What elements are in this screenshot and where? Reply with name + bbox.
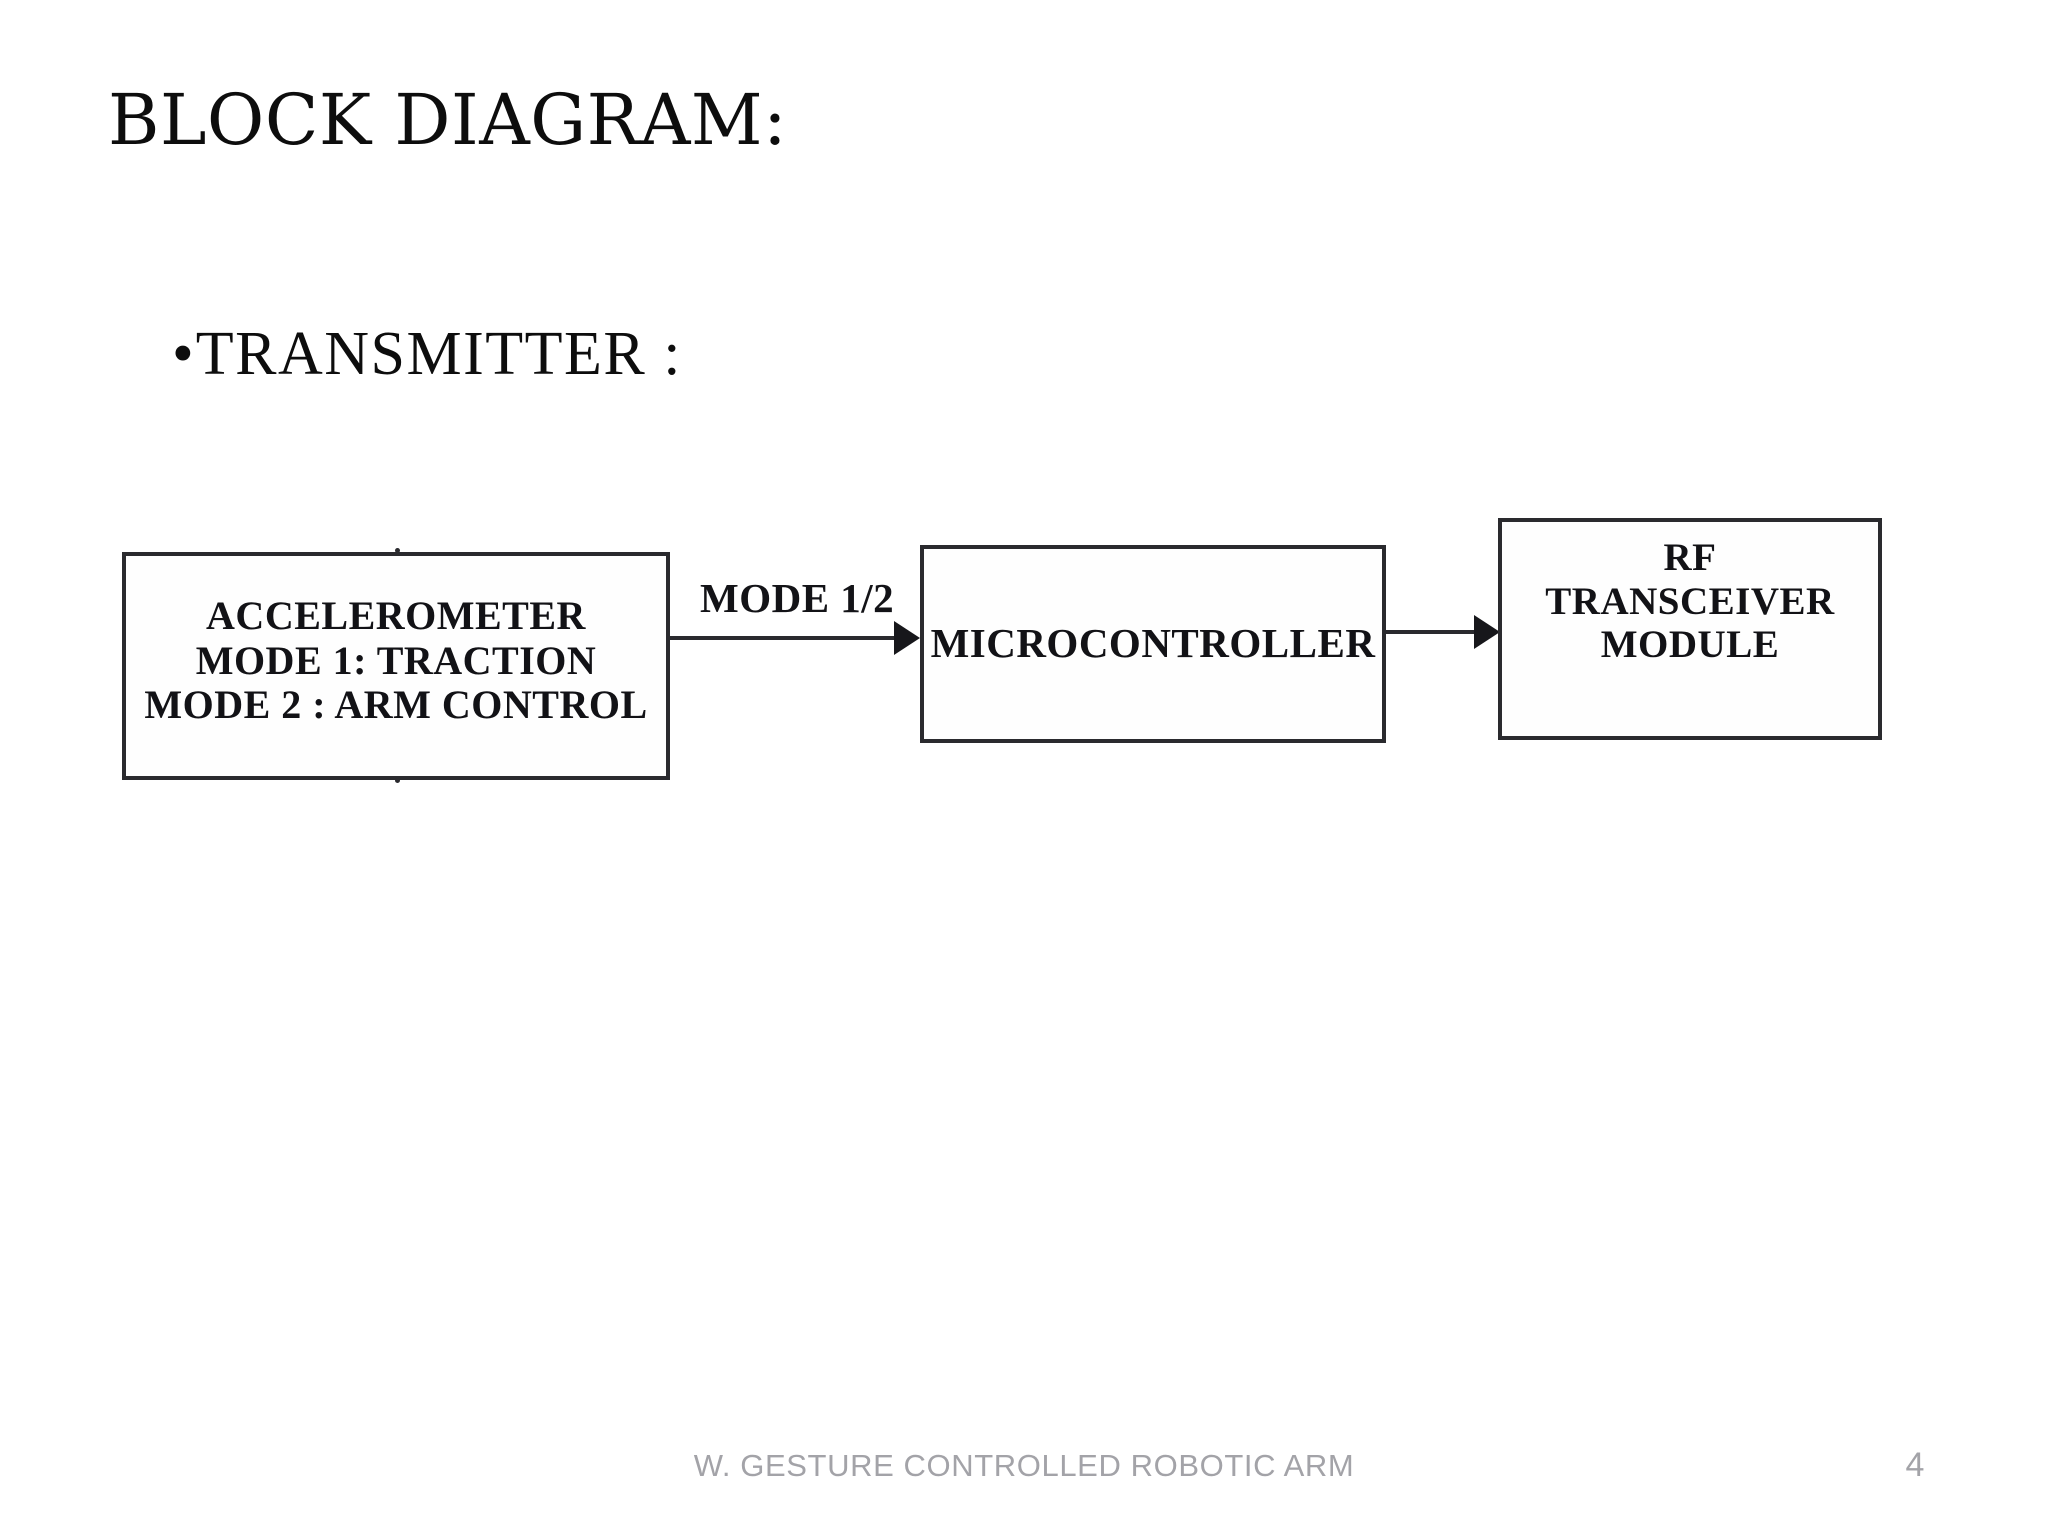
connector-label-mode: MODE 1/2	[700, 575, 895, 621]
arrow-head-icon-microcontroller-to-rf	[1474, 615, 1500, 649]
connector-microcontroller-to-rf-line	[1386, 630, 1476, 634]
arrow-head-icon-accelerometer-to-microcontroller	[894, 621, 920, 655]
block-rf-line-1: RF	[1663, 536, 1717, 579]
block-rf-transceiver-module: RF TRANSCEIVER MODULE	[1498, 518, 1882, 740]
block-anchor-dot-bottom	[395, 778, 400, 783]
block-accelerometer-line-2: MODE 1: TRACTION	[195, 637, 597, 683]
block-anchor-dot-top	[395, 548, 400, 553]
block-microcontroller: MICROCONTROLLER	[920, 545, 1386, 743]
block-accelerometer-line-1: ACCELEROMETER	[206, 592, 586, 638]
page-number: 4	[1905, 1446, 1925, 1484]
bullet-item-transmitter: • TRANSMITTER :	[172, 320, 682, 388]
bullet-item-label: TRANSMITTER :	[195, 320, 682, 388]
block-microcontroller-line-1: MICROCONTROLLER	[930, 620, 1376, 667]
footer-title: W. GESTURE CONTROLLED ROBOTIC ARM	[693, 1448, 1355, 1483]
block-rf-line-3: MODULE	[1600, 623, 1780, 667]
block-rf-line-2: TRANSCEIVER	[1545, 579, 1835, 623]
block-accelerometer-line-3: MODE 2 : ARM CONTROL	[144, 682, 648, 728]
bullet-marker-icon: •	[172, 320, 194, 388]
block-accelerometer: ACCELEROMETER MODE 1: TRACTION MODE 2 : …	[122, 552, 670, 780]
connector-accelerometer-to-microcontroller-line	[668, 636, 896, 640]
page-title: BLOCK DIAGRAM:	[108, 79, 788, 161]
